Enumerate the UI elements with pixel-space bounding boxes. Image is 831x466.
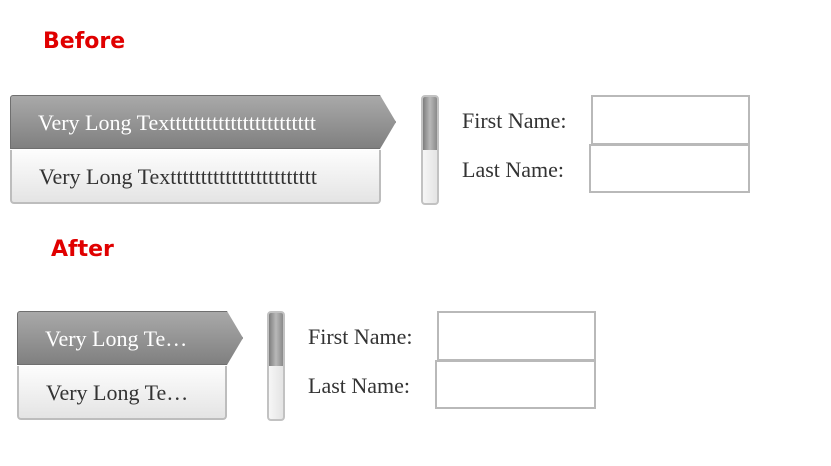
before-first-name-field[interactable] [591,95,750,145]
before-nav-item[interactable]: Very Long Textttttttttttttttttttttttt [10,150,381,204]
after-last-name-label: Last Name: [308,373,411,398]
after-nav-item[interactable]: Very Long Te… [17,366,227,420]
before-last-name-label: Last Name: [462,157,565,182]
before-scroll-thumb[interactable] [423,97,437,150]
after-first-name-field[interactable] [437,311,596,361]
after-nav-list: Very Long Te… Very Long Te… [17,311,243,421]
before-nav-item-selected[interactable]: Very Long Textttttttttttttttttttttttt [10,95,396,149]
after-first-name-label: First Name: [308,324,413,349]
before-heading: Before [43,29,126,54]
before-last-name-field[interactable] [589,144,750,193]
before-scrollbar[interactable] [421,95,439,205]
before-nav-list: Very Long Textttttttttttttttttttttttt Ve… [10,95,396,205]
after-heading: After [51,237,114,262]
after-last-name-field[interactable] [435,360,596,409]
after-scrollbar[interactable] [267,311,285,421]
after-scroll-thumb[interactable] [269,313,283,366]
before-first-name-label: First Name: [462,108,567,133]
after-nav-item-selected[interactable]: Very Long Te… [17,311,243,365]
